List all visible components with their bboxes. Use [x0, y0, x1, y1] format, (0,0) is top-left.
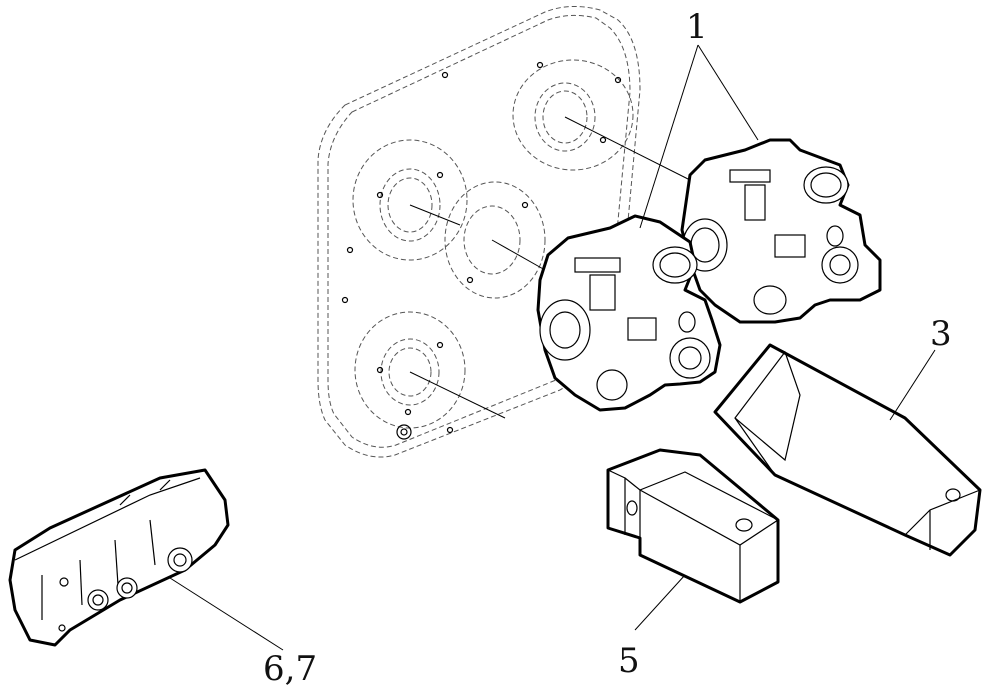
gear-pump-part-6-7 — [8, 468, 230, 647]
hydraulic-pump-front — [536, 214, 722, 412]
bracket-part-3 — [713, 343, 982, 557]
callout-6-7: 6,7 — [263, 649, 317, 689]
mounting-plate — [317, 6, 691, 458]
block-part-5 — [606, 448, 780, 604]
callout-1: 1 — [686, 7, 708, 47]
callout-3: 3 — [930, 314, 952, 354]
leader-lines — [169, 44, 936, 651]
hydraulic-pump-rear — [680, 138, 882, 324]
callout-5: 5 — [618, 641, 640, 681]
